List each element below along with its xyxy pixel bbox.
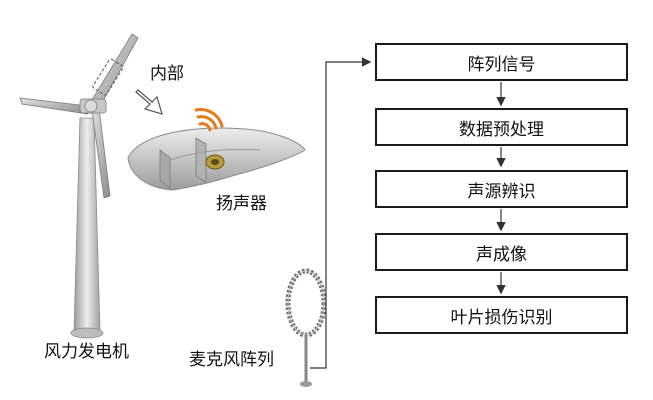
blade-detail-highlight (92, 58, 124, 96)
speaker-label: 扬声器 (216, 194, 267, 214)
flow-step-source-identification: 声源辨识 (375, 170, 628, 208)
wind-turbine (19, 33, 139, 339)
flow-step-preprocessing: 数据预处理 (375, 108, 628, 146)
turbine-tower (73, 117, 101, 333)
speaker-icon (205, 154, 225, 170)
mic-array-label: 麦克风阵列 (189, 350, 274, 370)
microphone-array (285, 268, 327, 387)
turbine-hub (84, 99, 98, 113)
sound-wave-icon (194, 108, 224, 132)
blade-cross-section (127, 108, 306, 191)
flow-step-blade-damage-identification: 叶片损伤识别 (375, 296, 628, 334)
connector-line (310, 57, 372, 369)
turbine-blade-top (91, 33, 139, 107)
interior-label: 内部 (150, 64, 184, 84)
wind-turbine-label: 风力发电机 (44, 342, 129, 362)
flow-step-array-signal: 阵列信号 (375, 43, 628, 81)
turbine-base (70, 327, 104, 339)
turbine-blade-left (19, 97, 89, 115)
interior-arrow (135, 89, 163, 115)
flow-step-acoustic-imaging: 声成像 (375, 233, 628, 271)
